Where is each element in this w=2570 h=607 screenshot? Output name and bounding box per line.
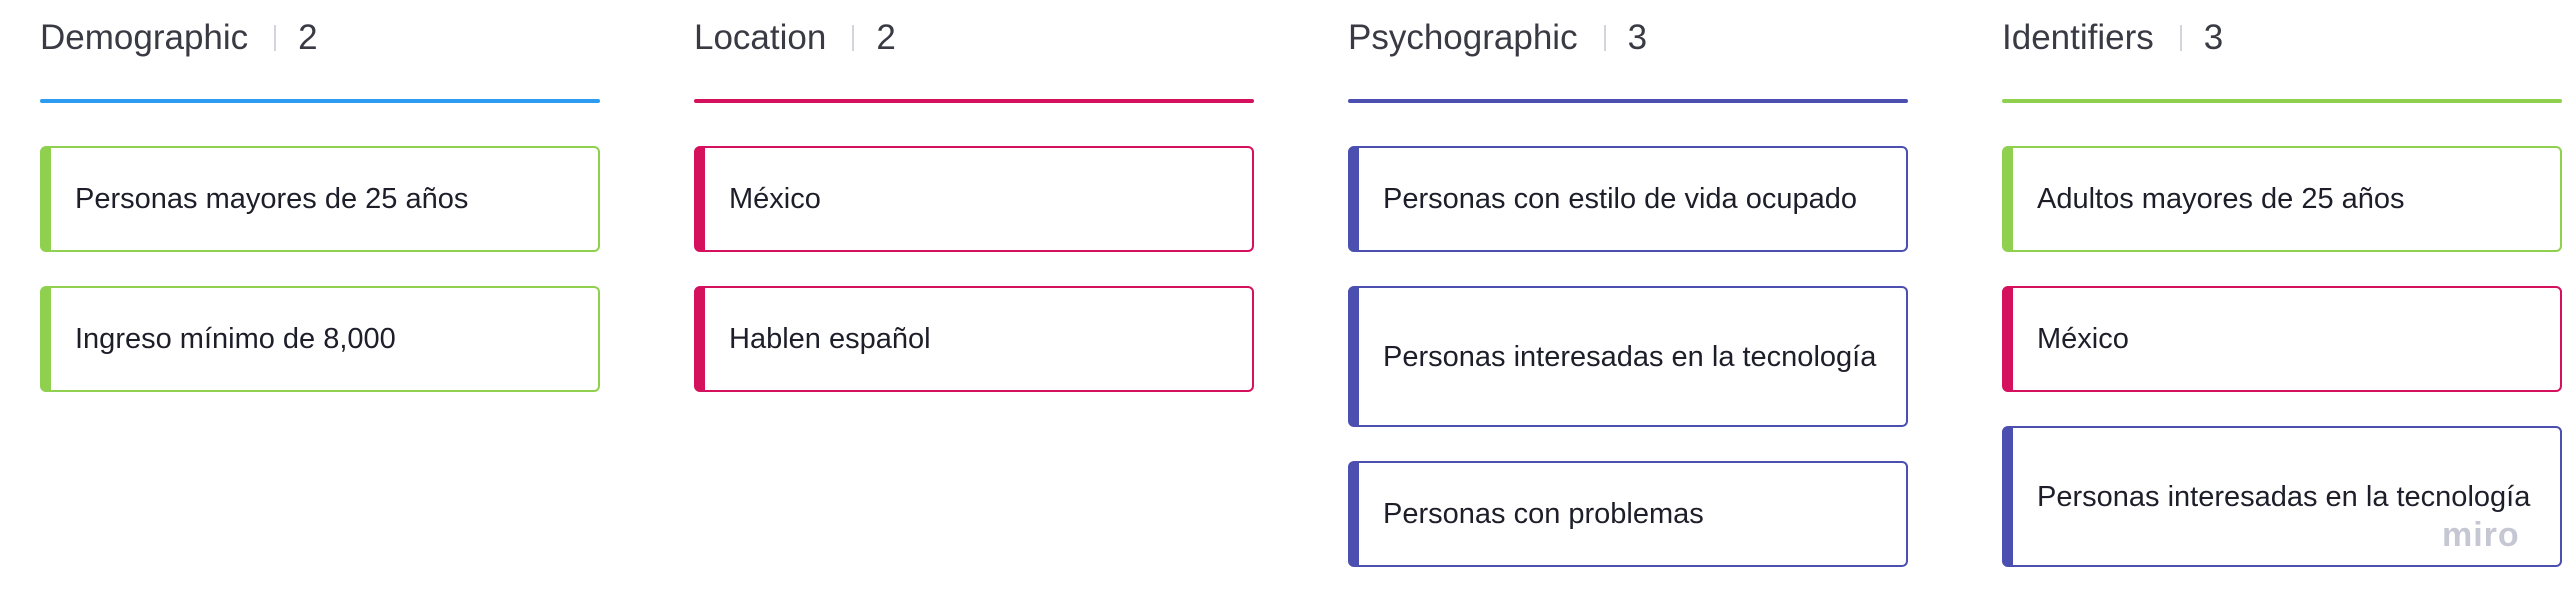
card[interactable]: México	[2002, 286, 2562, 392]
card-text: México	[2037, 323, 2129, 355]
card[interactable]: Personas con problemas	[1348, 461, 1908, 567]
column-rule	[40, 99, 600, 103]
card-text: Adultos mayores de 25 años	[2037, 183, 2405, 215]
card[interactable]: Adultos mayores de 25 años	[2002, 146, 2562, 252]
card-count: 3	[1627, 18, 1648, 57]
column-header[interactable]: Location 2	[694, 14, 896, 62]
card-text: México	[729, 183, 821, 215]
card-text: Personas interesadas en la tecnología	[2037, 480, 2531, 513]
card[interactable]: Personas con estilo de vida ocupado	[1348, 146, 1908, 252]
header-divider	[1603, 25, 1606, 51]
card[interactable]: Ingreso mínimo de 8,000	[40, 286, 600, 392]
header-divider	[852, 25, 855, 51]
card-text: Personas con estilo de vida ocupado	[1383, 183, 1857, 215]
column-title: Demographic	[40, 18, 249, 57]
column-title: Location	[694, 18, 827, 57]
card[interactable]: Personas interesadas en la tecnología	[1348, 286, 1908, 427]
header-divider	[274, 25, 277, 51]
column-header[interactable]: Demographic 2	[40, 14, 318, 62]
column-rule	[2002, 99, 2562, 103]
card-count: 2	[876, 18, 896, 57]
card-count: 2	[298, 18, 318, 57]
card[interactable]: Personas mayores de 25 años	[40, 146, 600, 252]
column-rule	[1348, 99, 1908, 103]
column-rule	[694, 99, 1254, 103]
card[interactable]: México	[694, 146, 1254, 252]
card-text: Hablen español	[729, 323, 931, 355]
column-header[interactable]: Identifiers 3	[2002, 14, 2223, 62]
card-text: Ingreso mínimo de 8,000	[75, 323, 396, 355]
card-count: 3	[2203, 18, 2224, 57]
column-title: Identifiers	[2002, 18, 2154, 57]
card-text: Personas mayores de 25 años	[75, 183, 469, 215]
card-text: Personas con problemas	[1383, 498, 1704, 530]
column-title: Psychographic	[1348, 18, 1578, 57]
column-header[interactable]: Psychographic 3	[1348, 14, 1647, 62]
miro-watermark: miro	[2442, 516, 2520, 554]
card[interactable]: Hablen español	[694, 286, 1254, 392]
card-text: Personas interesadas en la tecnología	[1383, 340, 1877, 373]
header-divider	[2179, 25, 2182, 51]
card[interactable]: Personas interesadas en la tecnología	[2002, 426, 2562, 567]
